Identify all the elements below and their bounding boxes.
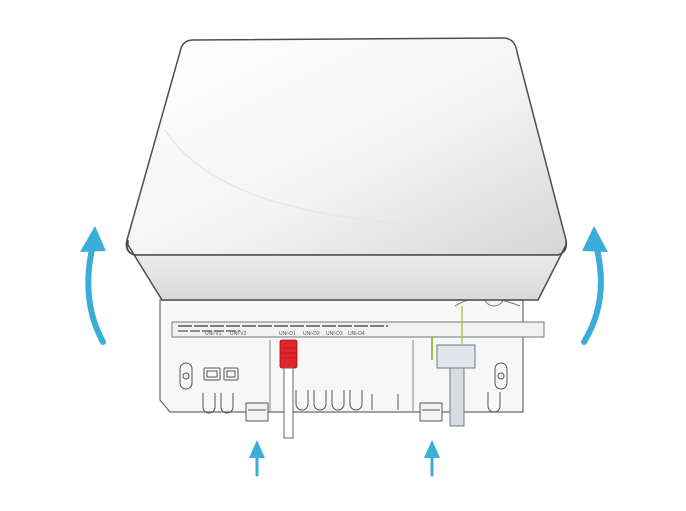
straight-up-arrow-icon: [249, 440, 265, 477]
base-plate: UNI-V1 UNI-V2 UNI-D1 UNI-D2 UNI-D3 UNI-D…: [159, 285, 545, 439]
curved-up-arrow-icon: [581, 226, 608, 345]
fiber-cable: [431, 306, 476, 427]
ethernet-ports: [202, 390, 501, 414]
port-label-uni-d2: UNI-D2: [303, 331, 320, 337]
left-clip: [245, 402, 269, 422]
port-label-uni-v1: UNI-V1: [205, 331, 222, 337]
port-label-uni-d4: UNI-D4: [348, 331, 365, 337]
right-clip: [419, 402, 443, 422]
port-label-uni-d3: UNI-D3: [326, 331, 343, 337]
ethernet-plug: [279, 339, 298, 439]
mounting-slots: [179, 362, 508, 390]
port-label-uni-v2: UNI-V2: [230, 331, 247, 337]
port-label-uni-d1: UNI-D1: [279, 331, 296, 337]
phone-ports: [203, 367, 239, 381]
straight-up-arrow-icon: [424, 440, 440, 477]
ont-cover: [125, 37, 568, 301]
curved-up-arrow-icon: [80, 226, 106, 345]
